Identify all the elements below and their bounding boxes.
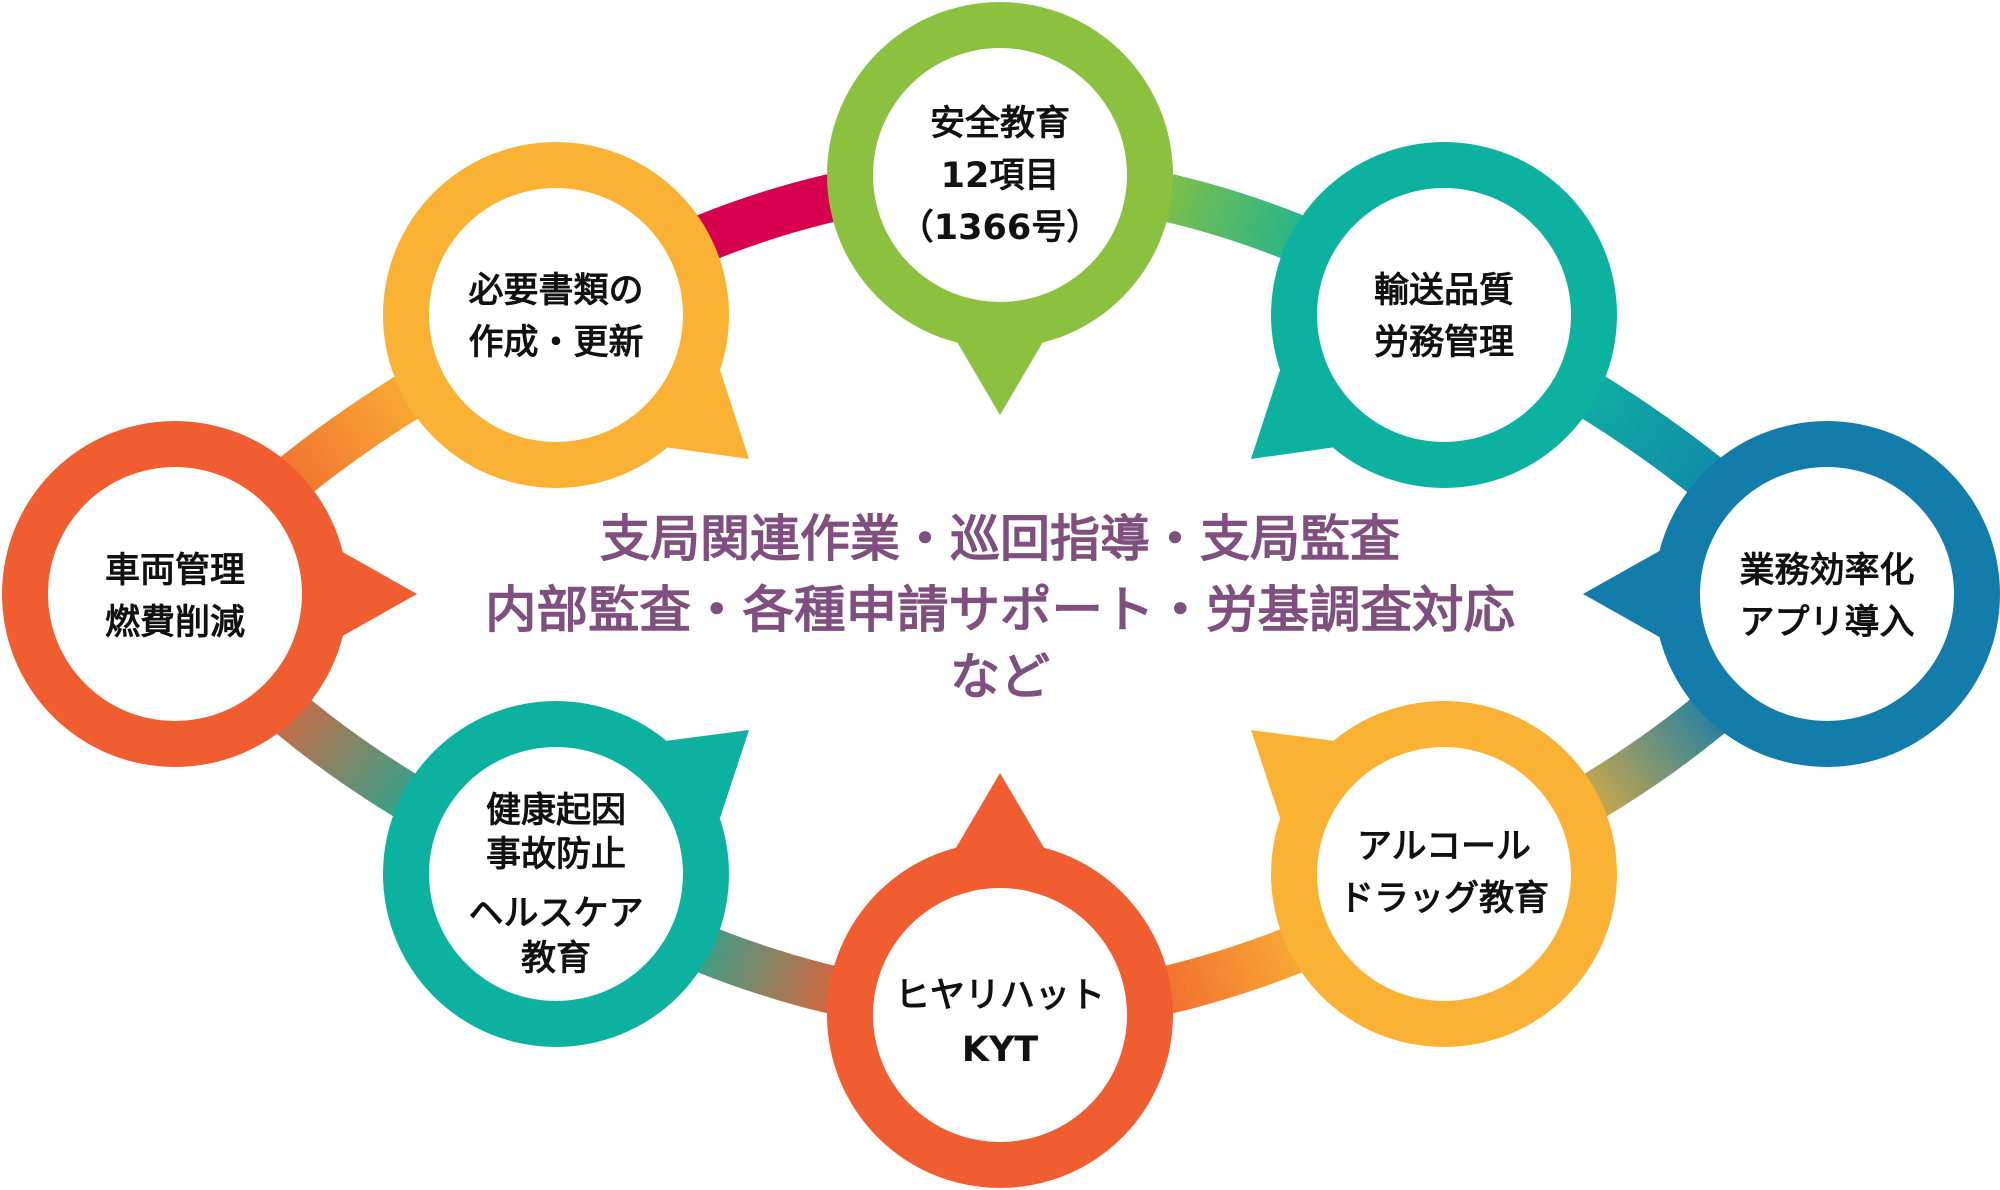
node-safety: 安全教育 12項目 （1366号） xyxy=(827,2,1173,348)
center-text: 支局関連作業・巡回指導・支局監査 内部監査・各種申請サポート・労基調査対応 など xyxy=(485,510,1515,706)
node-efficiency: 業務効率化 アプリ導入 xyxy=(1654,421,2000,767)
node-health: 健康起因 事故防止 ヘルスケア 教育 xyxy=(383,701,729,1047)
node-label: 健康起因 xyxy=(486,790,626,831)
node-alcohol: アルコール ドラッグ教育 xyxy=(1271,701,1617,1047)
node-label: ヒヤリハット xyxy=(895,976,1105,1016)
node-label: 業務効率化 xyxy=(1739,551,1914,591)
node-hiyari: ヒヤリハット KYT xyxy=(827,842,1173,1188)
node-label: ドラッグ教育 xyxy=(1339,879,1549,919)
center-line-3: など xyxy=(950,648,1050,706)
node-label: 車両管理 xyxy=(105,551,245,591)
node-label: アルコール xyxy=(1357,827,1531,867)
node-label: 作成・更新 xyxy=(468,323,643,363)
pointer-vehicle xyxy=(330,545,417,643)
node-label: 教育 xyxy=(521,939,591,979)
pointer-efficiency xyxy=(1583,545,1670,643)
node-label: KYT xyxy=(962,1030,1038,1070)
node-label: 輸送品質 xyxy=(1374,271,1514,311)
node-label: 安全教育 xyxy=(930,103,1070,144)
node-label: 12項目 xyxy=(941,156,1060,196)
node-label: 燃費削減 xyxy=(105,603,245,643)
center-line-1: 支局関連作業・巡回指導・支局監査 xyxy=(600,510,1400,568)
pointer-safety xyxy=(950,330,1050,415)
node-label: 必要書類の xyxy=(468,271,643,311)
node-label: 労務管理 xyxy=(1374,323,1514,363)
pointer-hiyari xyxy=(950,773,1050,858)
node-documents: 必要書類の 作成・更新 xyxy=(383,142,729,488)
node-label: ヘルスケア xyxy=(468,894,643,934)
node-transport: 輸送品質 労務管理 xyxy=(1271,142,1617,488)
center-line-2: 内部監査・各種申請サポート・労基調査対応 xyxy=(485,581,1515,639)
node-label: 事故防止 xyxy=(486,835,626,875)
node-vehicle: 車両管理 燃費削減 xyxy=(2,421,348,767)
node-label: アプリ導入 xyxy=(1739,603,1914,643)
node-label: （1366号） xyxy=(899,208,1101,248)
